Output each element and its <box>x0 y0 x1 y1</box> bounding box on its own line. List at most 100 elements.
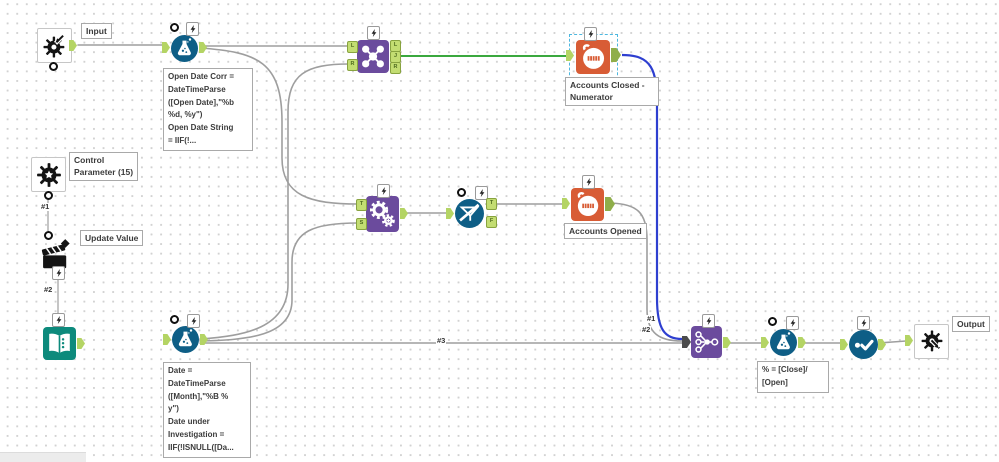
count-opened-label[interactable]: Accounts Opened <box>564 223 647 240</box>
select-output-anchor[interactable] <box>878 339 886 350</box>
macro-input-tool[interactable] <box>37 28 72 63</box>
join-input-left-anchor[interactable]: L <box>347 41 358 53</box>
wire-formula2-to-append-s[interactable] <box>199 222 359 342</box>
filter-true-anchor[interactable]: T <box>486 198 497 210</box>
formula-open-date-input-anchor[interactable] <box>162 42 170 53</box>
formula-date-input-anchor[interactable] <box>163 334 171 345</box>
append-target-anchor[interactable]: T <box>356 199 367 211</box>
update-value-label[interactable]: Update Value <box>80 230 144 247</box>
formula-pct-input-anchor[interactable] <box>761 337 769 348</box>
select-check-icon <box>854 339 874 351</box>
anchor-letter: F <box>489 218 494 225</box>
union-output-anchor[interactable] <box>723 337 731 348</box>
formula-flask-icon <box>177 38 192 56</box>
count-closed-input-anchor[interactable] <box>566 50 574 61</box>
join-input-right-anchor[interactable]: R <box>347 59 358 71</box>
count-closed-output-anchor[interactable] <box>611 48 621 62</box>
join-action-anchor-icon <box>367 26 380 40</box>
union-connection-label-2: #2 <box>641 325 652 334</box>
control-parameter-output-dot-icon[interactable] <box>44 191 53 200</box>
formula-open-date-output-anchor[interactable] <box>199 42 207 53</box>
formula-pct-annotation[interactable]: % = [Close]/ [Open] <box>757 361 829 393</box>
count-records-icon <box>577 191 599 217</box>
count-closed-label[interactable]: Accounts Closed - Numerator <box>565 77 659 106</box>
select-tool[interactable] <box>849 330 878 359</box>
append-source-anchor[interactable]: S <box>356 218 367 230</box>
anchor-letter: T <box>359 201 364 208</box>
anchor-letter: T <box>489 200 494 207</box>
scrollbar-corner <box>0 452 86 462</box>
control-parameter-gear-icon <box>36 162 61 187</box>
macro-input-anchor-dot-icon <box>49 62 58 71</box>
append-output-anchor[interactable] <box>400 208 408 219</box>
formula-open-date-annotation[interactable]: Open Date Corr = DateTimeParse ([Open Da… <box>163 68 253 151</box>
select-input-anchor[interactable] <box>840 339 848 350</box>
union-connection-label-1: #1 <box>646 314 657 323</box>
union-tool[interactable] <box>691 326 722 358</box>
formula-open-date-tool[interactable] <box>171 35 198 62</box>
join-multiple-icon <box>695 331 719 353</box>
anchor-letter: R <box>393 64 398 71</box>
input-data-action-anchor-icon[interactable] <box>52 313 65 327</box>
formula-pct-tool[interactable] <box>770 329 797 356</box>
macro-output-label[interactable]: Output <box>952 316 990 333</box>
update-value-action-anchor-icon[interactable] <box>52 266 65 280</box>
count-records-closed-tool[interactable] <box>576 40 610 74</box>
input-data-output-anchor[interactable] <box>77 338 85 349</box>
gears-icon <box>369 200 395 227</box>
filter-anchor-dot-icon <box>457 188 466 197</box>
update-value-input-dot-icon[interactable] <box>44 231 53 240</box>
join-output-right-anchor[interactable]: R <box>390 62 401 74</box>
macro-input-output-anchor[interactable] <box>69 40 77 51</box>
formula-pct-action-anchor-icon <box>786 316 799 330</box>
macro-output-tool[interactable] <box>914 324 949 359</box>
filter-funnel-icon <box>459 203 480 222</box>
macro-output-icon <box>921 330 942 351</box>
anchor-letter: S <box>359 220 364 227</box>
formula-open-date-anchor-dot-icon <box>170 23 179 32</box>
append-fields-tool[interactable] <box>366 196 399 232</box>
formula-pct-output-anchor[interactable] <box>798 337 806 348</box>
count-closed-action-anchor-icon <box>584 27 597 41</box>
control-parameter-label[interactable]: Control Parameter (15) <box>69 152 139 181</box>
connection-label-3: #3 <box>436 336 447 345</box>
macro-input-icon <box>43 33 65 57</box>
count-opened-action-anchor-icon <box>582 175 595 189</box>
join-tool[interactable] <box>357 40 389 73</box>
book-icon <box>49 333 70 354</box>
formula-flask-icon <box>776 332 791 350</box>
update-value-tool[interactable] <box>38 239 74 273</box>
macro-input-label[interactable]: Input <box>81 23 112 40</box>
union-action-anchor-icon <box>702 314 715 328</box>
formula-pct-anchor-dot-icon <box>768 317 777 326</box>
filter-tool[interactable] <box>455 199 484 228</box>
clapperboard-icon <box>41 239 70 269</box>
append-fields-action-anchor-icon <box>377 184 390 198</box>
filter-input-anchor[interactable] <box>446 208 454 219</box>
anchor-letter: J <box>393 53 398 60</box>
count-records-opened-tool[interactable] <box>571 188 604 221</box>
input-data-tool[interactable] <box>43 327 76 360</box>
join-icon <box>362 45 384 68</box>
formula-flask-icon <box>178 329 193 347</box>
control-parameter-tool[interactable] <box>31 157 66 192</box>
filter-false-anchor[interactable]: F <box>486 216 497 228</box>
formula-date-output-anchor[interactable] <box>200 334 208 345</box>
count-opened-input-anchor[interactable] <box>562 198 570 209</box>
formula-date-tool[interactable] <box>172 326 199 353</box>
connection-label-2: #2 <box>43 285 54 294</box>
filter-action-anchor-icon <box>475 186 488 200</box>
count-records-icon <box>582 44 605 69</box>
formula-date-action-anchor-icon <box>187 314 200 328</box>
anchor-letter: L <box>393 42 398 49</box>
macro-output-input-anchor[interactable] <box>905 335 913 346</box>
select-action-anchor-icon <box>857 316 870 330</box>
formula-date-anchor-dot-icon <box>170 315 179 324</box>
count-opened-output-anchor[interactable] <box>605 197 615 211</box>
anchor-letter: L <box>350 43 355 50</box>
formula-date-annotation[interactable]: Date = DateTimeParse ([Month],"%B % y") … <box>163 362 251 458</box>
connection-label-1: #1 <box>40 202 51 211</box>
union-input-anchor[interactable] <box>682 336 691 348</box>
